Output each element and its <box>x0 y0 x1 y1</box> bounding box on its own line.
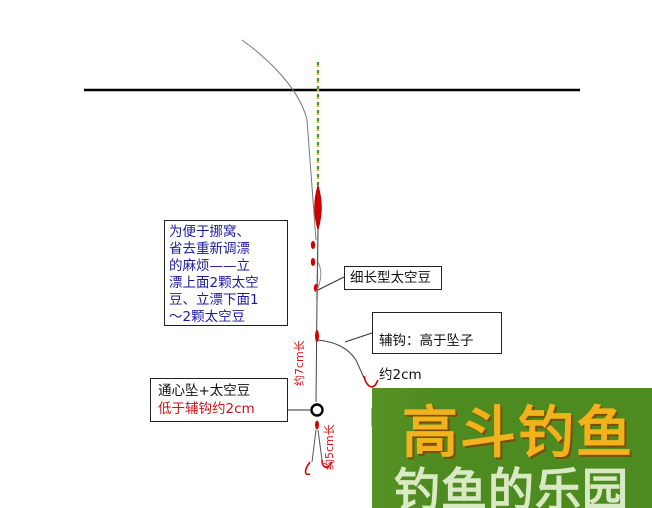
aux-pointer-line <box>344 332 373 343</box>
long-bean-label: 细长型太空豆 <box>344 266 442 290</box>
aux-branch-line <box>317 339 365 379</box>
watermark-fade <box>372 388 442 508</box>
main-hook-left <box>304 461 311 476</box>
aux-hook-label-line1: 辅钩：高于坠子 <box>379 333 474 349</box>
long-space-bean <box>315 330 319 342</box>
aux-hook-label-line2: 约2cm <box>379 367 422 383</box>
watermark-logo: 高斗钓鱼 钓鱼的乐园 <box>372 388 652 508</box>
space-bean-1 <box>310 241 316 249</box>
lower-line <box>311 429 317 463</box>
float-hook-line <box>315 261 322 293</box>
sinker-label-line1: 通心坠+太空豆 <box>158 383 251 399</box>
main-hook-right <box>321 459 333 468</box>
main-fishing-line <box>241 39 317 241</box>
aux-hook-label: 辅钩：高于坠子 约2cm <box>372 312 502 383</box>
sinker-label: 通心坠+太空豆 低于辅钩约2cm <box>150 378 288 422</box>
upper-length-label: 约7cm长 <box>293 340 306 386</box>
main-note-box: 为便于挪窝、 省去重新调漂 的麻烦——立 漂上面2颗太空 豆、立漂下面1 ～2颗… <box>164 220 288 326</box>
space-bean-2 <box>310 258 316 266</box>
sinker-bean <box>315 420 319 430</box>
lower-line-right <box>317 429 323 461</box>
lower-length-label: 约5cm长 <box>323 424 336 470</box>
watermark-title: 高斗钓鱼 <box>402 401 634 466</box>
watermark-subtitle: 钓鱼的乐园 <box>394 463 629 508</box>
sinker-ring <box>310 403 324 417</box>
float-body <box>314 183 322 232</box>
sinker-label-line2: 低于辅钩约2cm <box>158 401 255 417</box>
aux-hook <box>363 375 379 388</box>
bean-pointer-line <box>317 276 345 291</box>
leader-line <box>315 299 318 403</box>
